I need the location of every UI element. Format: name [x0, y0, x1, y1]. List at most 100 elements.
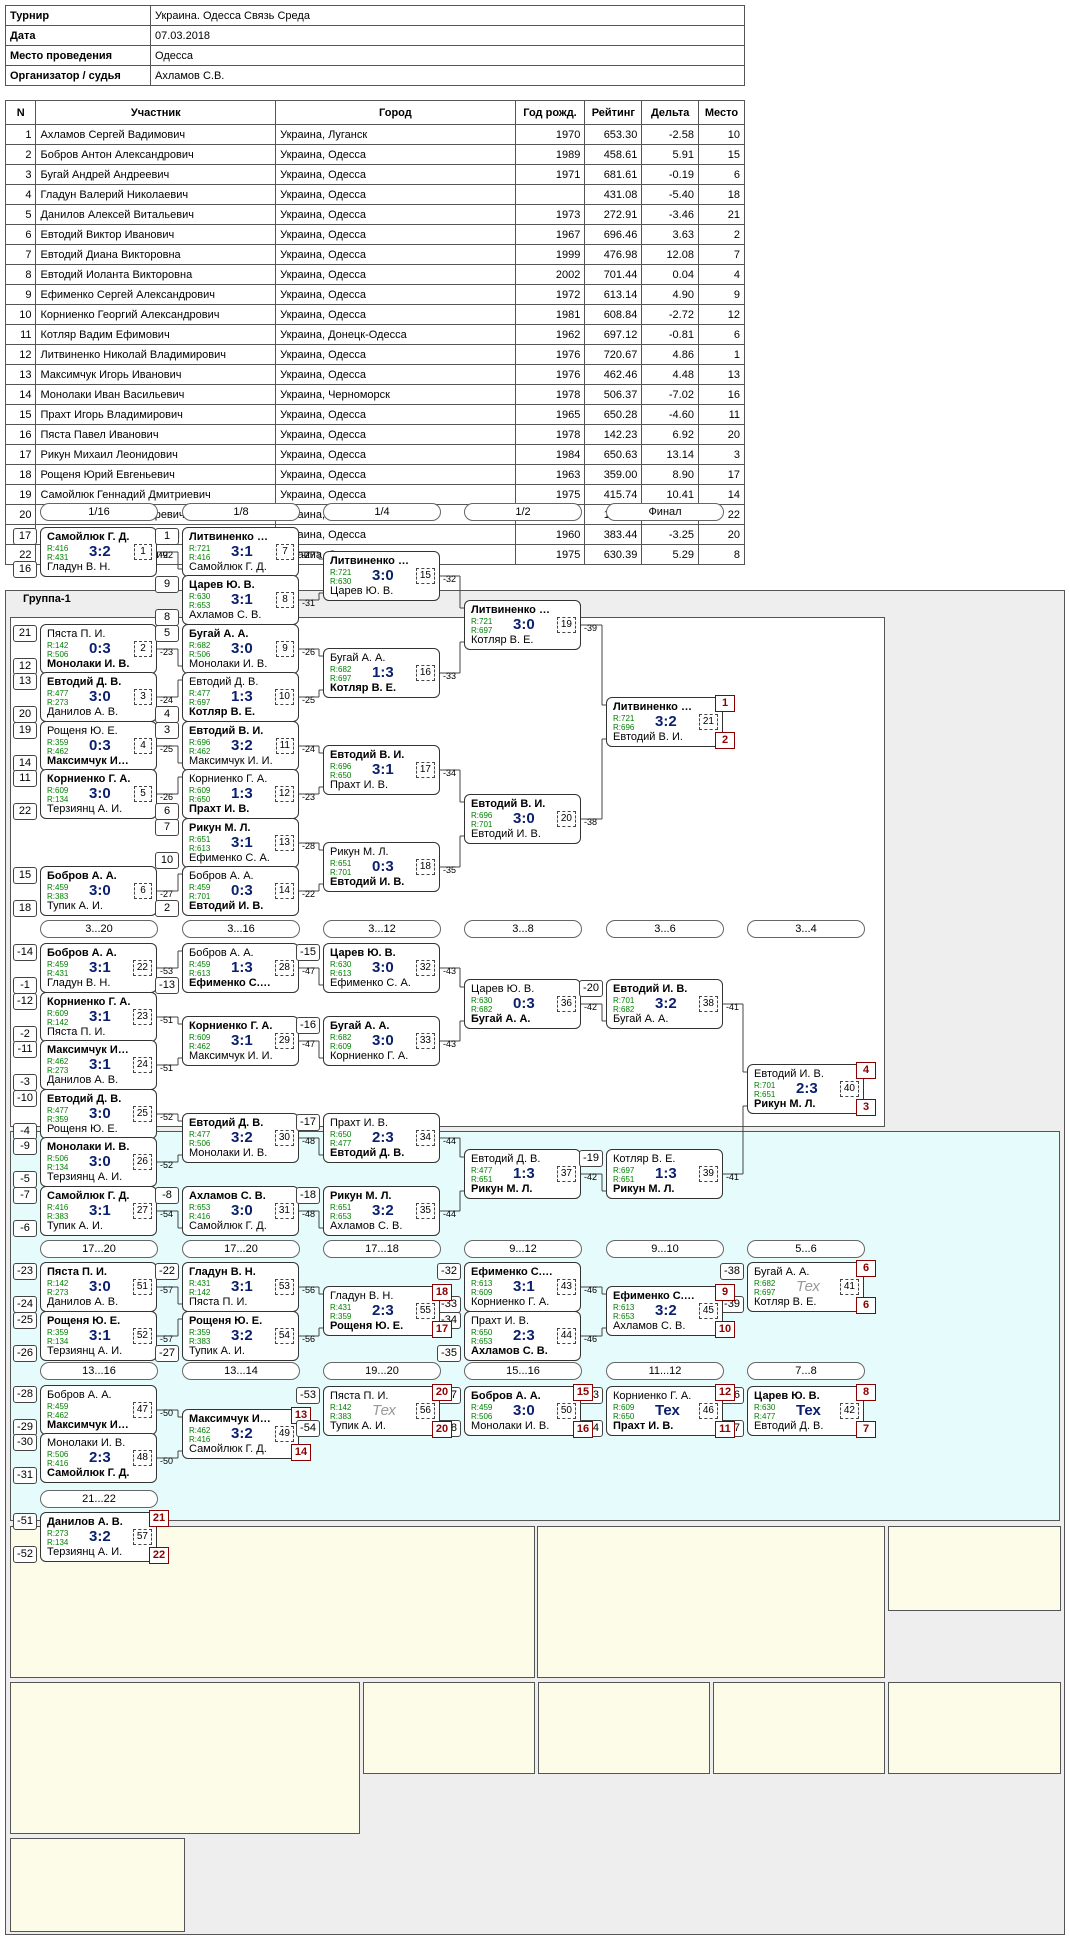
- match-number: 4: [134, 738, 152, 754]
- table-cell: 1: [4, 124, 37, 145]
- round-header: 9...12: [464, 1240, 582, 1258]
- match-number: 3: [134, 689, 152, 705]
- player-2-rating: R:701: [189, 892, 211, 901]
- table-cell: -0.19: [641, 164, 699, 185]
- table-cell: Украина, Одесса: [275, 364, 516, 385]
- match-score: 3:0: [513, 810, 535, 827]
- player-1-name: Евтодий И. В.: [613, 983, 688, 995]
- table-cell: 6: [697, 324, 746, 345]
- round-header: 7...8: [747, 1362, 865, 1380]
- table-cell: 613.14: [584, 284, 643, 305]
- match-number: 41: [839, 1279, 859, 1295]
- table-cell: 415.74: [584, 484, 643, 505]
- player-1-rating: R:630: [471, 996, 493, 1005]
- table-cell: 4: [4, 184, 37, 205]
- player-2-name: Царев Ю. В.: [330, 585, 394, 597]
- player-2-rating: R:696: [613, 723, 635, 732]
- player-2-rating: R:416: [47, 1459, 69, 1468]
- place-badge: 1: [715, 695, 735, 712]
- round-header: 13...16: [40, 1362, 158, 1380]
- seed-badge: 4: [155, 706, 179, 723]
- table-cell: 1989: [514, 144, 586, 165]
- loser-destination: -43: [443, 966, 457, 976]
- player-2-name: Ефименко С. А.: [330, 977, 411, 989]
- player-2-name: Прахт И. В.: [613, 1420, 674, 1432]
- bracket-7-8: [888, 1682, 1061, 1774]
- place-badge: 6: [856, 1260, 876, 1277]
- table-cell: Украина, Одесса: [275, 524, 516, 545]
- match-score: 3:2: [655, 995, 677, 1012]
- loser-destination: -26: [302, 647, 316, 657]
- match-number: 32: [415, 960, 435, 976]
- match-score: 3:2: [231, 1327, 253, 1344]
- player-2-name: Прахт И. В.: [330, 779, 389, 791]
- loser-destination: -48: [302, 1136, 316, 1146]
- table-cell: 2: [697, 224, 746, 245]
- seed-badge: 14: [13, 755, 37, 772]
- seed-badge: -31: [13, 1467, 37, 1484]
- round-header: 1/16: [40, 503, 158, 521]
